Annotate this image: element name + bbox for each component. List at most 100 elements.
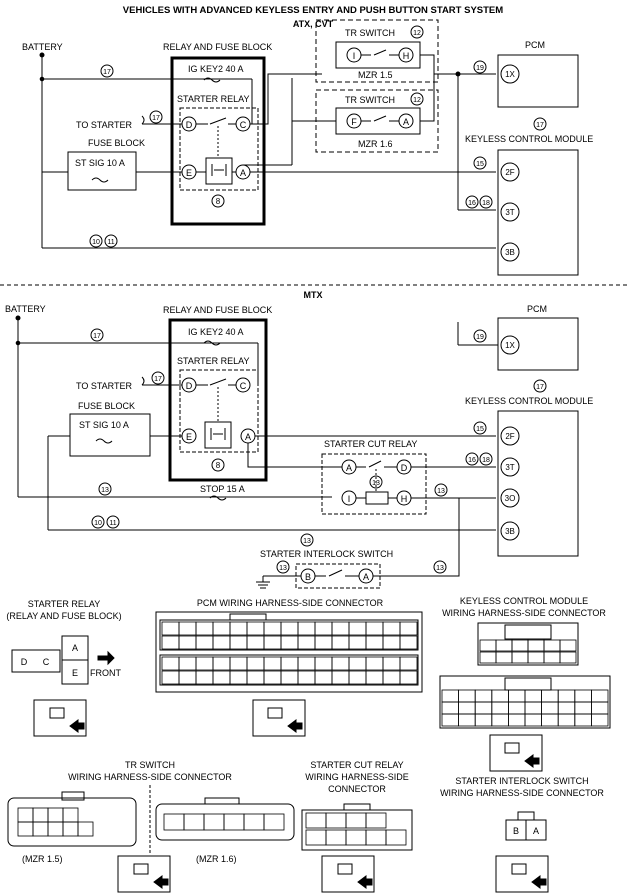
pin-label: 1BG [164,662,176,668]
mzr15-connector-label: (MZR 1.5) [22,854,63,864]
battery-label: BATTERY [5,304,46,314]
circuit-18: 18 [482,457,490,464]
pin-cell [458,701,476,715]
connector-view-icon [252,699,306,737]
circuit-16: 16 [468,200,476,207]
sis-pin-label: B [513,826,519,836]
pin-cell [543,639,561,652]
pin-cell [574,701,592,715]
pin-label: B [251,817,257,827]
scr-connector-subtitle: WIRING HARNESS-SIDE [305,772,409,782]
ig-key-fuse-label: IG KEY2 40 A [188,327,244,337]
pin-label: 1D [405,676,413,682]
sis-connector-subtitle: WIRING HARNESS-SIDE CONNECTOR [440,788,604,798]
tr-switch-label: TR SWITCH [345,28,395,38]
pin-label: 1AB [301,676,312,682]
kcm-pin-3t: 3T [505,463,514,472]
pin-cell [203,813,225,831]
pin-cell [314,656,333,671]
circuit-11: 11 [109,520,116,527]
pin-label: H [22,824,29,834]
pin-cell [280,621,299,636]
pin-label: 3K [546,706,553,712]
pin-label: 1AI [268,662,277,668]
atx-cvt-section: VEHICLES WITH ADVANCED KEYLESS ENTRY AND… [0,5,627,286]
mtx-section: MTX BATTERY 17 RELAY AND FUSE BLOCK IG K… [5,290,593,589]
pin-cell [195,670,214,685]
pin-cell [161,670,180,685]
kcm-label: KEYLESS CONTROL MODULE [465,396,593,406]
circuit-10: 10 [94,520,102,527]
pin-label: 1AQ [232,662,244,668]
pin-cell [280,635,299,650]
pin-cell [507,701,526,715]
pin-label: 3T [497,706,504,712]
circuit-17: 17 [152,115,160,122]
pin-cell [229,621,248,636]
sr-connector-title: STARTER RELAY [28,599,101,609]
pin-cell [557,701,576,715]
pin-cell [325,812,347,829]
pin-cell [365,670,384,685]
sr-pin-label: E [72,668,78,678]
pin-label: 1L [371,676,378,682]
pin-label: D [373,833,380,843]
circuit-19: 19 [476,334,484,341]
pin-label: G [332,816,339,826]
pin-label: 3F [580,718,587,724]
scr-connector-title: STARTER CUT RELAY [310,760,403,770]
circuit-17: 17 [103,69,111,76]
starter-relay-box [179,107,259,191]
pin-cell [161,621,180,636]
pin-cell [527,651,545,664]
pin-label: 3E [579,706,586,712]
pin-cell [178,635,197,650]
pin-label: E [52,810,58,820]
relay-pin-d: D [186,381,193,391]
kcm-pin-3b: 3B [505,248,515,257]
pin-cell [314,670,333,685]
tr-connector-title: TR SWITCH [125,760,175,770]
pin-cell [178,656,197,671]
pin-cell [229,670,248,685]
pin-label: 1G [387,662,395,668]
pin-cell [305,829,327,846]
relay-pin-a: A [245,432,251,442]
pin-label: F [353,833,359,843]
mzr16-label: MZR 1.6 [358,139,393,149]
mzr15-label: MZR 1.5 [358,70,393,80]
pin-label: 2B [564,655,573,662]
tr-pin-h: H [403,51,410,61]
pin-label: 3L [547,718,554,724]
connector-view-icon [321,855,375,893]
pin-label: 1M [353,627,361,633]
pin-label: 1S [337,662,344,668]
starter-cut-relay-label: STARTER CUT RELAY [324,439,417,449]
pcm-pin-1x: 1X [505,341,515,350]
pin-cell [331,635,350,650]
pin-cell [507,713,526,727]
pin-cell [263,670,282,685]
pin-label: I [24,810,27,820]
main-title: VEHICLES WITH ADVANCED KEYLESS ENTRY AND… [123,5,503,16]
connector-views: STARTER RELAY (RELAY AND FUSE BLOCK) D C… [6,596,611,893]
pin-label: 1AM [249,662,261,668]
mtx-label: MTX [304,290,323,300]
connector-view-icon [489,734,543,772]
pin-cell [246,621,265,636]
pin-label: 1AE [284,662,295,668]
pin-cell [280,656,299,671]
tr-pin-a: A [403,117,409,127]
pin-cell [183,813,205,831]
circuit-17: 17 [93,333,101,340]
circuit-15: 15 [476,426,484,433]
starter-cut-relay-box [321,453,427,515]
tr-connector-subtitle: WIRING HARNESS-SIDE CONNECTOR [68,772,232,782]
pin-label: 1AD [284,641,296,647]
pin-label: 1N [354,641,362,647]
pin-label: F [171,817,177,827]
pin-cell [77,821,94,837]
pin-label: C [231,817,238,827]
pin-cell [246,656,265,671]
